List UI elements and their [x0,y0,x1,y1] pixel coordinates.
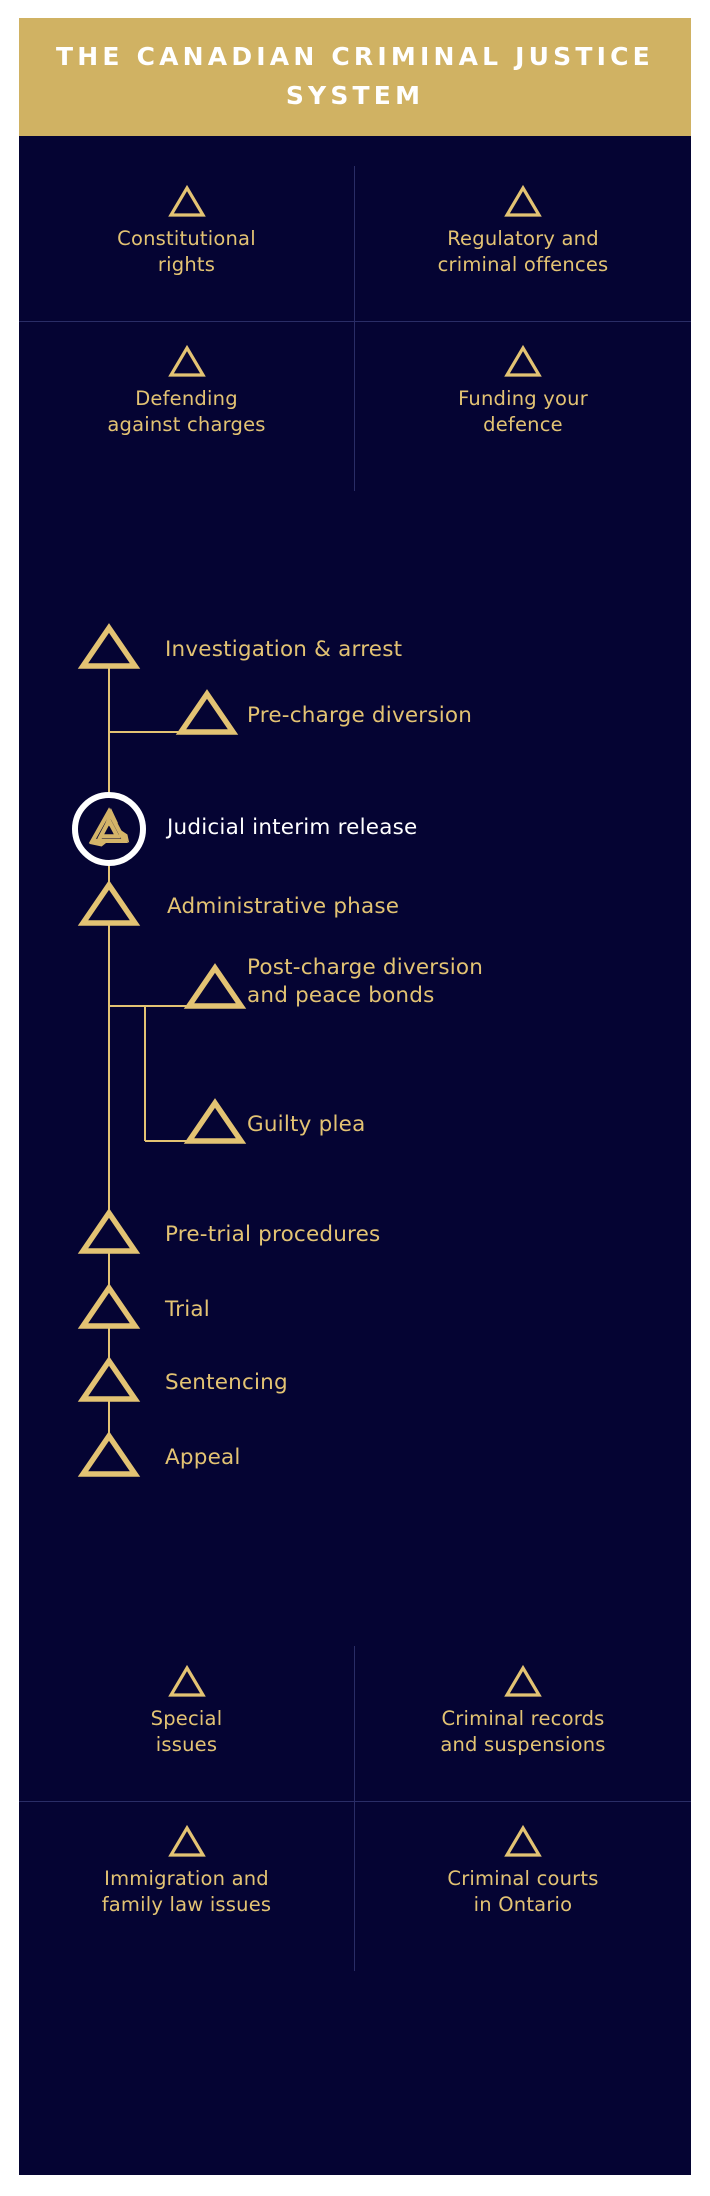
grid-item-label: Defending against charges [107,387,266,436]
flow-step-guilty-plea[interactable]: Guilty plea [247,1112,366,1137]
grid-item-regulatory-criminal-offences[interactable]: Regulatory and criminal offences [355,166,691,321]
triangle-icon [503,1824,543,1858]
triangle-icon [503,1664,543,1698]
grid-item-criminal-courts-ontario[interactable]: Criminal courts in Ontario [355,1801,691,1971]
triangle-icon [503,344,543,378]
grid-item-label: Regulatory and criminal offences [437,227,609,276]
grid-item-special-issues[interactable]: Special issues [19,1646,355,1801]
top-category-grid: Constitutional rights Regulatory and cri… [19,166,691,491]
grid-item-immigration-family-law[interactable]: Immigration and family law issues [19,1801,355,1971]
triangle-icon [167,1824,207,1858]
flow-step-pre-charge-diversion[interactable]: Pre-charge diversion [247,703,473,728]
grid-item-label: Constitutional rights [117,227,256,276]
flow-step-investigation-arrest[interactable]: Investigation & arrest [165,637,403,662]
grid-item-funding-your-defence[interactable]: Funding your defence [355,321,691,491]
flow-step-appeal[interactable]: Appeal [165,1445,241,1470]
grid-item-label: Funding your defence [458,387,588,436]
triangle-icon [167,1664,207,1698]
flow-step-labels: Investigation & arrest Pre-charge divers… [19,436,691,1616]
main-panel: Constitutional rights Regulatory and cri… [19,136,691,2175]
page-title: The Canadian Criminal Justice System [56,42,654,110]
grid-item-defending-against-charges[interactable]: Defending against charges [19,321,355,491]
bottom-category-grid: Special issues Criminal records and susp… [19,1646,691,1971]
grid-item-constitutional-rights[interactable]: Constitutional rights [19,166,355,321]
flow-step-post-charge-diversion[interactable]: Post-charge diversion and peace bonds [247,955,484,1008]
flow-connectors-and-nodes [72,623,247,1477]
grid-item-label: Special issues [150,1707,223,1756]
flow-step-pre-trial-procedures[interactable]: Pre-trial procedures [165,1222,381,1247]
grid-item-label: Criminal courts in Ontario [447,1867,599,1916]
grid-item-label: Criminal records and suspensions [440,1707,606,1756]
grid-item-criminal-records-suspensions[interactable]: Criminal records and suspensions [355,1646,691,1801]
flow-step-judicial-interim-release[interactable]: Judicial interim release [167,815,418,840]
flow-step-administrative-phase[interactable]: Administrative phase [167,894,400,919]
active-node-ring [72,792,146,866]
triangle-icon [167,184,207,218]
header-banner: The Canadian Criminal Justice System [19,18,691,136]
triangle-icon [167,344,207,378]
flow-step-sentencing[interactable]: Sentencing [165,1370,288,1395]
grid-item-label: Immigration and family law issues [101,1867,272,1916]
triangle-icon [503,184,543,218]
flow-step-trial[interactable]: Trial [165,1297,210,1322]
process-flow-chart: Investigation & arrest Pre-charge divers… [19,436,691,1616]
